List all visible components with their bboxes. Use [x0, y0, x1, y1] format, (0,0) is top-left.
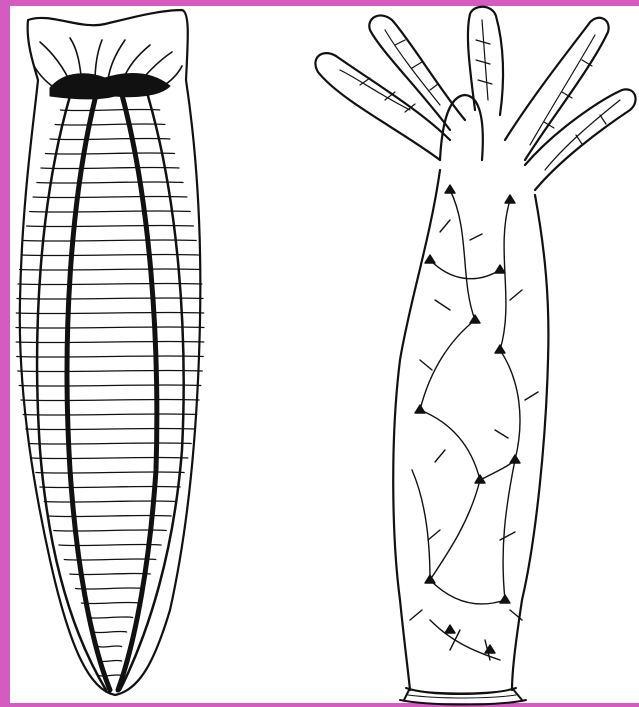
commissure-rung: [36, 472, 184, 473]
neuron-cell-body: [470, 315, 480, 323]
hydra-column-outline: [393, 170, 548, 690]
commissure-rung: [18, 283, 202, 284]
ladder-nervous-system-drawing: [10, 0, 210, 707]
neuron-cell-body: [505, 195, 515, 203]
commissure-rung: [45, 153, 174, 154]
commissure-rung: [50, 138, 170, 139]
nerve-fiber: [420, 320, 475, 410]
commissure-rung: [41, 167, 179, 168]
neuron-cell-body: [500, 595, 510, 603]
commissure-rung: [59, 544, 161, 545]
commissure-rung: [32, 457, 188, 458]
nerve-net: [410, 185, 538, 660]
commissure-rung: [18, 370, 203, 371]
commissure-rung: [55, 124, 165, 125]
nerve-fiber: [503, 460, 515, 600]
nerve-fiber: [450, 630, 490, 660]
commissure-rung: [24, 240, 196, 241]
nerve-fiber: [420, 410, 480, 480]
commissure-rung: [33, 196, 187, 197]
commissure-rung: [87, 617, 132, 618]
commissure-rung: [37, 182, 183, 183]
hypostome: [440, 95, 483, 160]
commissure-rung: [22, 254, 199, 255]
commissure-rung: [93, 631, 126, 632]
tentacle-far-left: [315, 53, 450, 160]
diffuse-nerve-net-drawing: [300, 0, 639, 707]
neuron-cell-body: [425, 575, 435, 583]
nerve-fiber: [412, 470, 430, 580]
nerve-fiber: [500, 200, 510, 350]
commissure-rung: [17, 356, 204, 357]
commissure-rung: [98, 646, 121, 647]
frame-left-border: [0, 0, 10, 707]
neuron-cell-body: [495, 345, 505, 353]
tentacles: [315, 7, 635, 190]
longitudinal-nerve-cords: [67, 95, 157, 690]
commissure-rung: [60, 109, 159, 110]
tentacle-far-right: [525, 89, 636, 190]
nerve-fiber: [430, 620, 500, 660]
nerve-fiber: [428, 530, 515, 540]
nerve-fiber: [430, 480, 480, 580]
commissure-rung: [81, 602, 138, 603]
commissure-rung: [16, 312, 203, 313]
nerve-fiber: [420, 360, 538, 400]
commissure-rung: [27, 225, 194, 226]
neuron-cell-body: [445, 185, 455, 193]
commissure-rung: [29, 443, 191, 444]
nerve-fiber: [450, 190, 475, 320]
neuron-cell-body: [445, 625, 455, 633]
commissure-rung: [30, 211, 191, 212]
transverse-commissures: [16, 109, 204, 676]
nerve-fiber: [410, 610, 522, 620]
commissure-rung: [23, 414, 197, 415]
commissure-rung: [40, 486, 180, 487]
commissure-rung: [17, 298, 203, 299]
commissure-rung: [16, 341, 204, 342]
commissure-rung: [19, 385, 201, 386]
nerve-fiber: [435, 290, 522, 310]
worm-body-outline: [20, 10, 201, 695]
neuron-cell-body: [510, 455, 520, 463]
neuron-cell-body: [495, 265, 505, 273]
neuron-cell-body: [425, 255, 435, 263]
commissure-rung: [21, 399, 199, 400]
commissure-rung: [20, 269, 201, 270]
commissure-rung: [16, 327, 204, 328]
commissure-rung: [26, 428, 194, 429]
nerve-fiber: [500, 350, 520, 460]
nerve-fiber: [430, 580, 505, 604]
neuron-cell-body: [415, 405, 425, 413]
